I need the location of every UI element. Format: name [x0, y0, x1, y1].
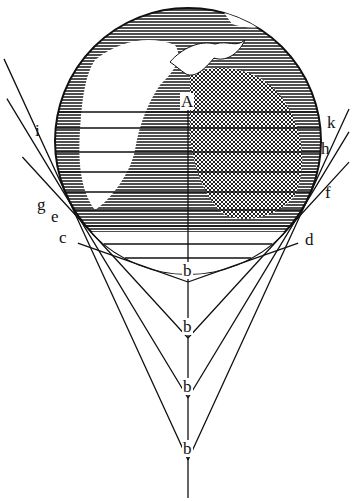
parallel-line — [58, 111, 318, 112]
continent — [79, 40, 178, 210]
point-label: b — [182, 378, 193, 395]
continent — [190, 68, 302, 219]
point-label: g — [36, 196, 47, 213]
tangent-line — [4, 59, 188, 460]
point-label: A — [180, 93, 194, 110]
tangent-line — [22, 157, 188, 338]
tangent-line — [188, 162, 349, 338]
point-label: k — [326, 114, 337, 131]
point-label: f — [324, 184, 332, 201]
point-label: h — [320, 140, 331, 157]
parallel-line — [59, 171, 318, 172]
tangent-line — [188, 132, 349, 398]
point-label: e — [50, 208, 60, 225]
parallel-line — [74, 209, 301, 210]
parallel-line — [86, 225, 291, 226]
parallel-line — [125, 257, 251, 258]
tangent-line — [78, 243, 188, 282]
parallel-line — [104, 243, 272, 244]
point-label: b — [182, 440, 193, 457]
tangent-line — [188, 109, 349, 460]
point-label: b — [182, 262, 193, 279]
parallel-line — [65, 191, 311, 192]
point-label: i — [34, 122, 41, 139]
parallel-line — [55, 151, 320, 152]
point-label: b — [182, 318, 193, 335]
tangent-line — [7, 99, 188, 398]
point-label: c — [58, 229, 68, 246]
point-label: d — [304, 231, 315, 248]
parallel-line — [56, 127, 321, 128]
tangent-line — [188, 243, 298, 282]
axis-line — [187, 98, 188, 498]
